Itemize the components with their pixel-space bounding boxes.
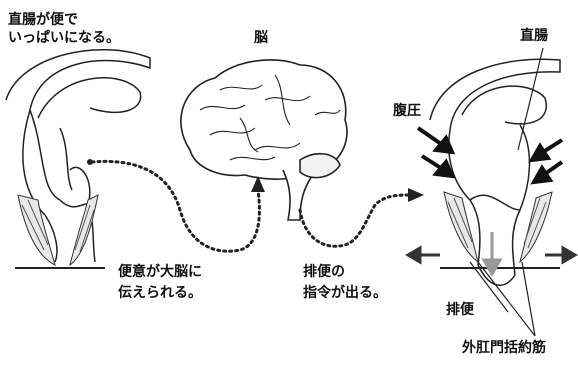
afferent-arrowhead — [251, 176, 265, 192]
brain-illustration — [180, 59, 348, 221]
label-defecation-command: 排便の 指令が出る。 — [303, 264, 387, 301]
label-urge-to-brain: 便意が大脳に 伝えられる。 — [118, 264, 202, 301]
sphincter-relaxation-arrows — [405, 245, 578, 265]
nerve-signal-paths — [90, 159, 412, 253]
label-defecation: 排便 — [446, 302, 474, 318]
label-external-anal-sphincter: 外肛門括約筋 — [462, 340, 546, 356]
right-colon-rectum — [429, 58, 561, 286]
left-colon-rectum — [5, 48, 151, 263]
abdominal-pressure-arrows — [416, 126, 564, 185]
label-rectum-full: 直腸が便で いっぱいになる。 — [8, 12, 120, 46]
left-anal-sphincter — [17, 194, 99, 267]
label-rectum: 直腸 — [520, 28, 548, 44]
efferent-arrowhead — [408, 188, 424, 202]
label-brain: 脳 — [254, 30, 268, 46]
afferent-origin-dot — [87, 159, 93, 165]
leader-lines — [469, 47, 544, 337]
right-anal-sphincter — [443, 191, 553, 264]
stool-downward-arrow — [481, 232, 503, 278]
afferent-path — [90, 159, 261, 253]
label-abdominal-pressure: 腹圧 — [393, 103, 421, 119]
efferent-path — [298, 193, 412, 248]
